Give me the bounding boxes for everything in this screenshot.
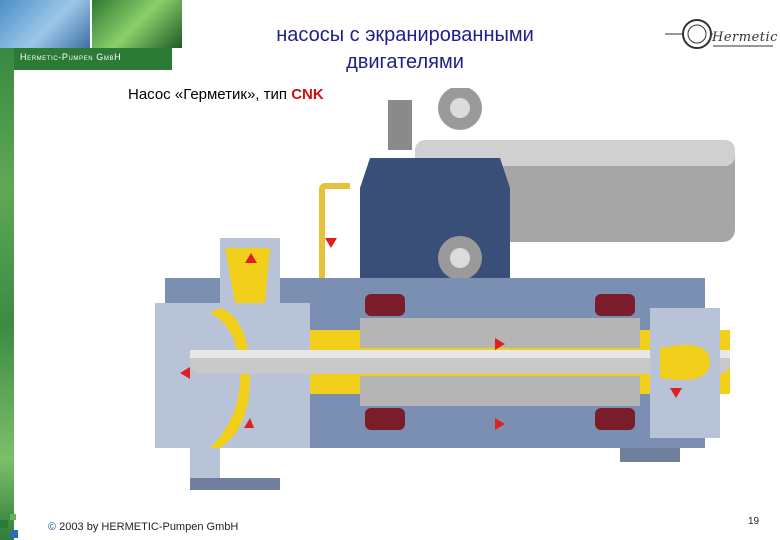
base-foot-right: [620, 448, 680, 462]
company-name: Hermetic-Pumpen GmbH: [20, 52, 122, 62]
stator-winding-left-bottom: [365, 408, 405, 430]
subtitle-text: Насос «Герметик», тип: [128, 86, 292, 103]
pump-cutaway-diagram: [155, 88, 735, 490]
copyright-text: 2003 by HERMETIC-Pumpen GmbH: [59, 521, 239, 533]
discharge-channel: [225, 248, 270, 303]
top-pipe: [388, 100, 412, 150]
header-photo-leaves: [92, 0, 182, 48]
header-photo-sky: [0, 0, 90, 48]
flow-arrows: [180, 238, 682, 430]
hermetic-logo: [665, 19, 773, 49]
rotor-lower: [360, 376, 640, 406]
copyright: © 2003 by HERMETIC-Pumpen GmbH: [48, 521, 238, 533]
logo-wordmark: Hermetic: [712, 30, 778, 45]
copyright-symbol: ©: [48, 521, 57, 533]
company-bar: [14, 48, 172, 70]
page-number: 19: [748, 516, 760, 527]
gear-seal-icon: [682, 19, 712, 49]
footer-squares: [0, 514, 18, 538]
stator-winding-right-bottom: [595, 408, 635, 430]
page-title: насосы с экранированными двигателями: [205, 22, 605, 76]
impeller: [210, 308, 250, 448]
stator-winding-left-top: [365, 294, 405, 316]
base-foot-left: [190, 478, 280, 490]
green-sidebar: [0, 0, 14, 540]
pump-subtitle: Насос «Герметик», тип CNK: [128, 86, 324, 103]
terminal-box: [360, 158, 510, 298]
title-line-2: двигателями: [346, 51, 464, 73]
title-line-1: насосы с экранированными: [276, 24, 534, 46]
pump-model: CNK: [291, 86, 324, 103]
stator-winding-right-top: [595, 294, 635, 316]
circulation-pipe: [319, 183, 350, 288]
